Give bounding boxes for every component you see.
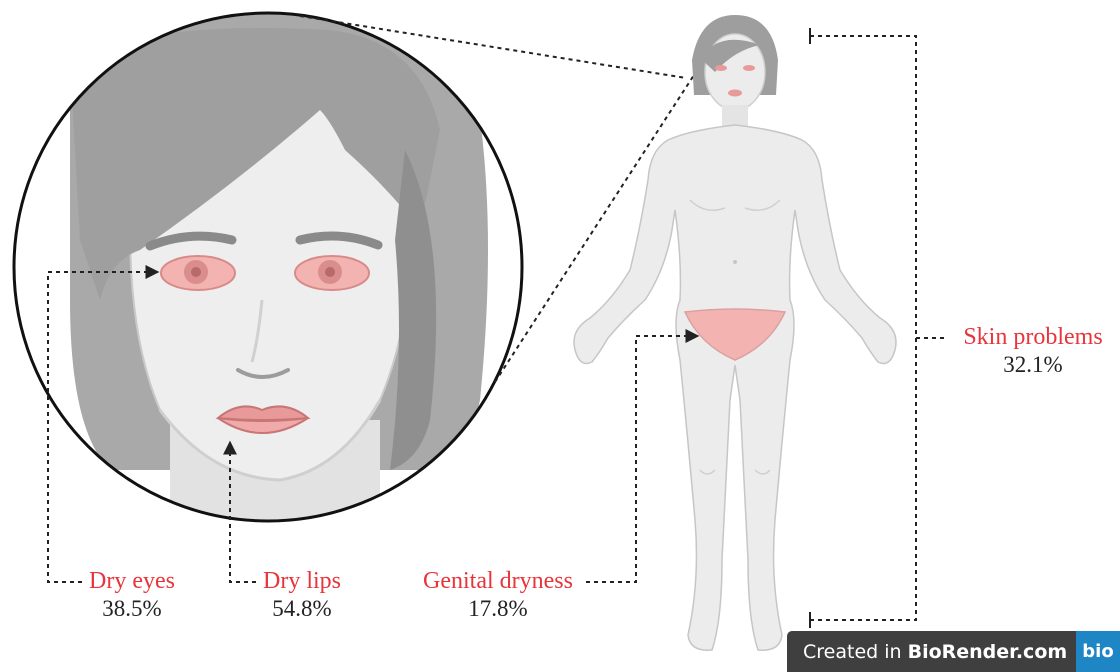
label-skin-problems-value: 32.1%	[948, 352, 1118, 378]
right-eye	[295, 256, 369, 290]
full-body	[574, 15, 896, 650]
body-navel	[733, 260, 737, 264]
label-skin-problems: Skin problems 32.1%	[948, 324, 1118, 378]
biorender-badge[interactable]: Created in BioRender.com bio	[787, 631, 1120, 672]
label-dry-eyes: Dry eyes 38.5%	[80, 568, 184, 622]
biorender-badge-text: Created in BioRender.com	[787, 641, 1067, 663]
label-dry-lips-value: 54.8%	[252, 596, 352, 622]
body-silhouette	[574, 125, 896, 650]
label-dry-eyes-value: 38.5%	[80, 596, 184, 622]
label-skin-problems-name: Skin problems	[948, 324, 1118, 352]
label-dry-lips: Dry lips 54.8%	[252, 568, 352, 622]
label-dry-lips-name: Dry lips	[252, 568, 352, 596]
badge-prefix: Created in	[803, 641, 908, 663]
label-genital-dryness-value: 17.8%	[408, 596, 588, 622]
left-eye	[161, 256, 235, 290]
badge-brand: BioRender.com	[908, 641, 1068, 663]
label-dry-eyes-name: Dry eyes	[80, 568, 184, 596]
label-genital-dryness: Genital dryness 17.8%	[408, 568, 588, 622]
label-genital-dryness-name: Genital dryness	[408, 568, 588, 596]
face-closeup	[14, 0, 522, 530]
body-left-eye	[715, 65, 727, 71]
biorender-logo-icon: bio	[1076, 631, 1120, 672]
body-right-eye	[743, 65, 755, 71]
body-lips	[728, 90, 742, 97]
